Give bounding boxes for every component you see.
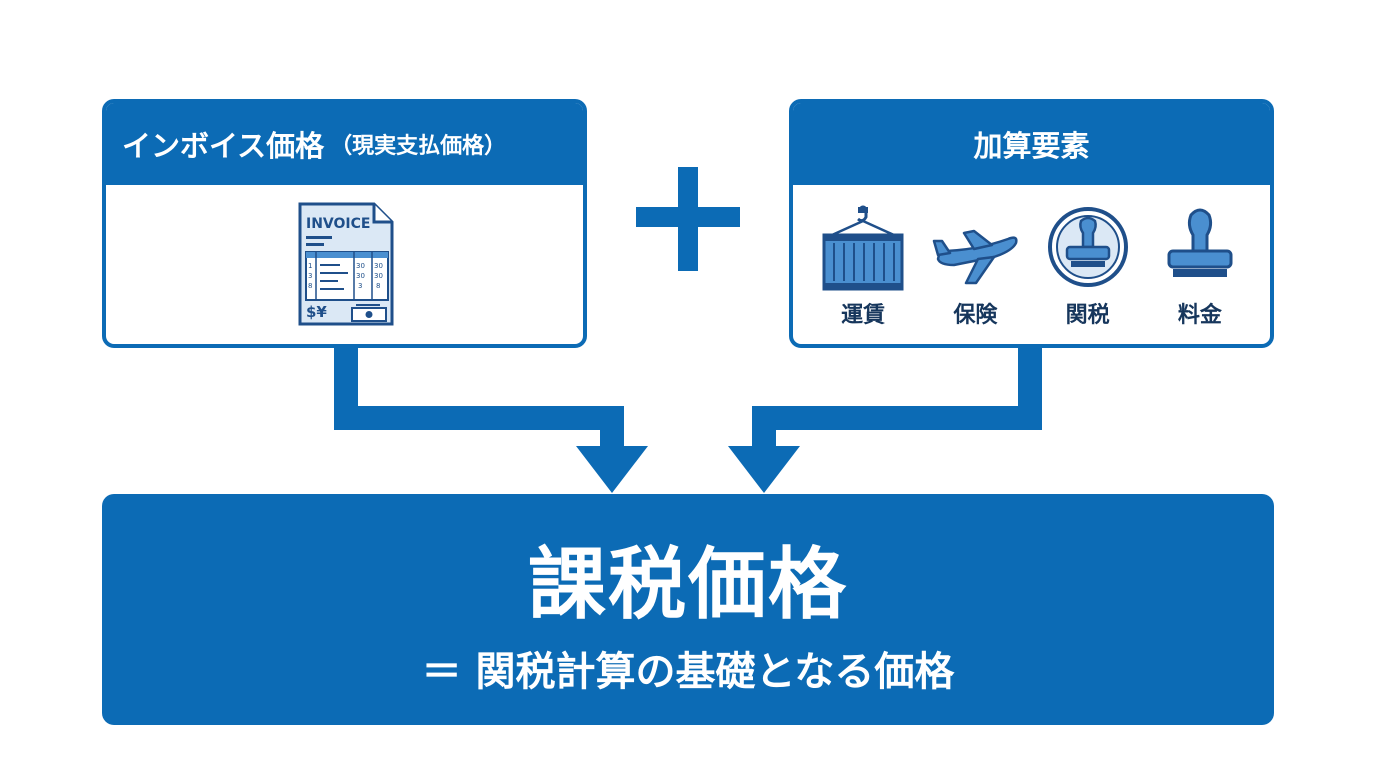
taxable-value-subtitle: ＝ 関税計算の基礎となる価格 xyxy=(421,649,955,695)
invoice-doc-col2-1: 30 xyxy=(356,272,365,280)
addition-elements-box: 加算要素 運賃 xyxy=(789,99,1274,348)
invoice-doc-header: INVOICE xyxy=(306,216,370,232)
invoice-price-box: インボイス価格（現実支払価格） INVOICE 1 3 8 30 30 3 30… xyxy=(102,99,587,348)
invoice-doc-col3-0: 30 xyxy=(374,262,383,270)
left-arrow-head xyxy=(576,446,648,493)
stamp-icon xyxy=(1167,208,1233,277)
addition-item-customs-label: 関税 xyxy=(1065,303,1110,328)
invoice-doc-col3-2: 8 xyxy=(376,282,380,290)
right-arrow-drop xyxy=(752,406,776,448)
taxable-value-box: 課税価格 ＝ 関税計算の基礎となる価格 xyxy=(102,494,1274,725)
invoice-doc-col1-0: 1 xyxy=(308,262,312,270)
addition-item-freight: 運賃 xyxy=(813,205,913,329)
invoice-doc-col1-2: 8 xyxy=(308,282,312,290)
addition-item-insurance: 保険 xyxy=(925,205,1025,329)
left-arrow-drop xyxy=(600,406,624,448)
addition-item-freight-label: 運賃 xyxy=(841,303,886,328)
invoice-doc-col2-0: 30 xyxy=(356,262,365,270)
addition-elements-list: 運賃 保険 関税 xyxy=(793,205,1270,329)
stamp-circle-icon xyxy=(1047,207,1128,287)
invoice-price-title: インボイス価格 xyxy=(122,129,325,163)
invoice-doc-currency: $¥ xyxy=(306,303,327,321)
addition-item-insurance-label: 保険 xyxy=(953,303,998,328)
addition-item-fee: 料金 xyxy=(1150,205,1250,329)
shipping-container-icon xyxy=(822,205,904,291)
plus-icon xyxy=(636,167,740,271)
right-arrow-horizontal xyxy=(752,406,1042,430)
addition-item-fee-label: 料金 xyxy=(1177,303,1222,328)
left-arrow-horizontal xyxy=(334,406,624,430)
invoice-document-icon: INVOICE 1 3 8 30 30 3 30 30 8 $¥ xyxy=(296,200,396,332)
right-arrow-head xyxy=(728,446,800,493)
addition-elements-title: 加算要素 xyxy=(973,129,1090,163)
addition-elements-header: 加算要素 xyxy=(793,103,1270,185)
invoice-price-header: インボイス価格（現実支払価格） xyxy=(106,103,583,185)
invoice-price-title-paren: （現実支払価格） xyxy=(330,134,507,159)
invoice-doc-col3-1: 30 xyxy=(374,272,383,280)
invoice-doc-col2-2: 3 xyxy=(358,282,362,290)
airplane-icon xyxy=(933,229,1018,285)
invoice-doc-col1-1: 3 xyxy=(308,272,312,280)
taxable-value-title: 課税価格 xyxy=(527,540,848,630)
addition-item-customs: 関税 xyxy=(1038,205,1138,329)
